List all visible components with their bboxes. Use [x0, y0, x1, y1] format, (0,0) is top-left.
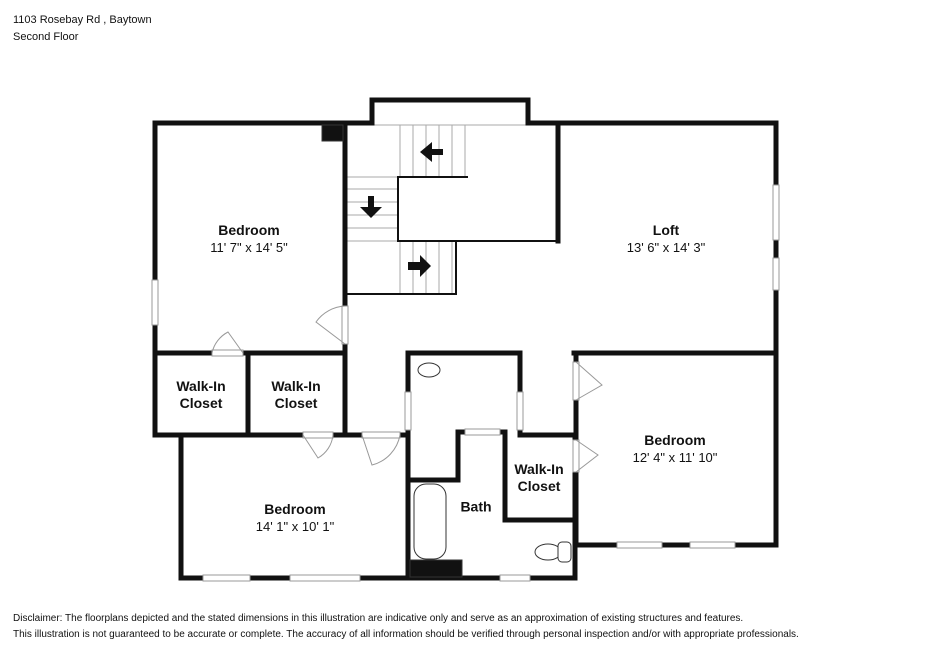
room-dims: 13' 6" x 14' 3": [626, 240, 706, 255]
room-name: Bedroom: [644, 432, 706, 448]
room-bedroom-1: Bedroom 11' 7" x 14' 5": [210, 222, 288, 256]
room-dims: 11' 7" x 14' 5": [210, 240, 288, 255]
room-name: Closet: [274, 395, 318, 411]
address: 1103 Rosebay Rd , Baytown: [13, 14, 152, 26]
bathtub-icon: [413, 483, 447, 560]
toilet-icon: [534, 543, 562, 561]
room-name: Loft: [652, 222, 680, 238]
disclaimer-line-2: This illustration is not guaranteed to b…: [13, 629, 799, 640]
floor-label: Second Floor: [13, 31, 79, 43]
doors-windows: [151, 184, 780, 582]
stair-walls: [345, 176, 558, 295]
room-loft: Loft 13' 6" x 14' 3": [627, 222, 706, 256]
room-dims: 14' 1" x 10' 1": [255, 519, 335, 534]
room-bath: Bath: [460, 499, 491, 516]
room-name: Walk-In: [271, 378, 321, 394]
room-dims: 12' 4" x 11' 10": [632, 450, 718, 465]
room-name: Closet: [179, 395, 223, 411]
fixtures: [321, 124, 572, 578]
room-name: Bedroom: [264, 501, 326, 517]
room-bedroom-3: Bedroom 14' 1" x 10' 1": [256, 501, 335, 535]
room-name: Walk-In: [514, 461, 564, 477]
room-name: Closet: [517, 478, 561, 494]
room-name: Bath: [460, 498, 492, 515]
stair-arrows: [360, 142, 443, 277]
room-name: Walk-In: [176, 378, 226, 394]
room-bedroom-2: Bedroom 12' 4" x 11' 10": [633, 432, 718, 466]
sink-icon: [417, 362, 441, 378]
disclaimer-line-1: Disclaimer: The floorplans depicted and …: [13, 613, 744, 624]
room-name: Bedroom: [218, 222, 280, 238]
